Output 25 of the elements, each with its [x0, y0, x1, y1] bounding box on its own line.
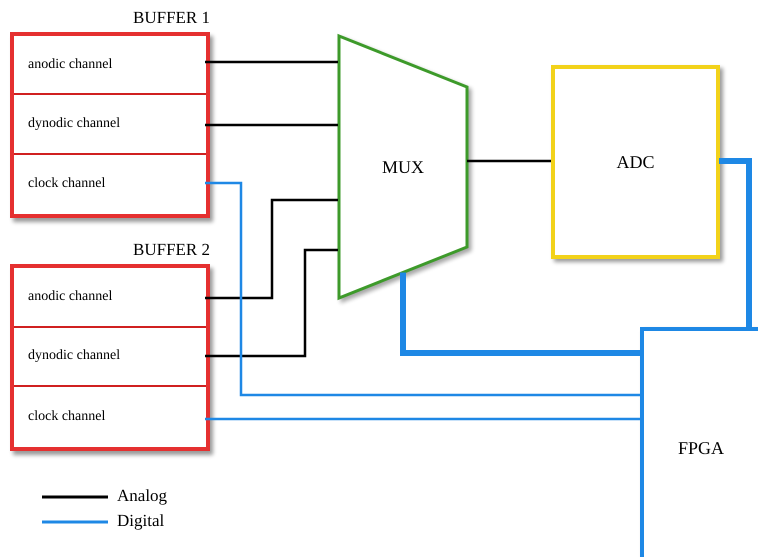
analog-wire [205, 60, 338, 64]
analog-wire [205, 248, 338, 358]
legend-label: Analog [117, 486, 168, 506]
digital-wire [205, 418, 640, 420]
channel-row: dynodic channel [14, 95, 206, 155]
digital-wire [205, 182, 640, 396]
buffer-title: BUFFER 1 [133, 8, 210, 28]
channel-row: clock channel [14, 387, 206, 447]
digital-wire [400, 272, 640, 356]
channel-row: anodic channel [14, 36, 206, 96]
fpga-box [640, 327, 758, 557]
block-label: ADC [616, 152, 654, 172]
adc-box [551, 65, 720, 259]
multiplexer-trapezoid [338, 35, 468, 299]
analog-wire [205, 198, 338, 300]
digital-wire [719, 158, 752, 327]
channel-row: anodic channel [14, 268, 206, 328]
channel-row: dynodic channel [14, 328, 206, 388]
buffer-title: BUFFER 2 [133, 240, 210, 260]
block-label: FPGA [678, 438, 724, 458]
analog-wire [467, 160, 551, 162]
channel-row: clock channel [14, 154, 206, 214]
legend-label: Digital [117, 511, 164, 531]
mux-label: MUX [382, 156, 424, 178]
analog-wire [205, 124, 338, 126]
